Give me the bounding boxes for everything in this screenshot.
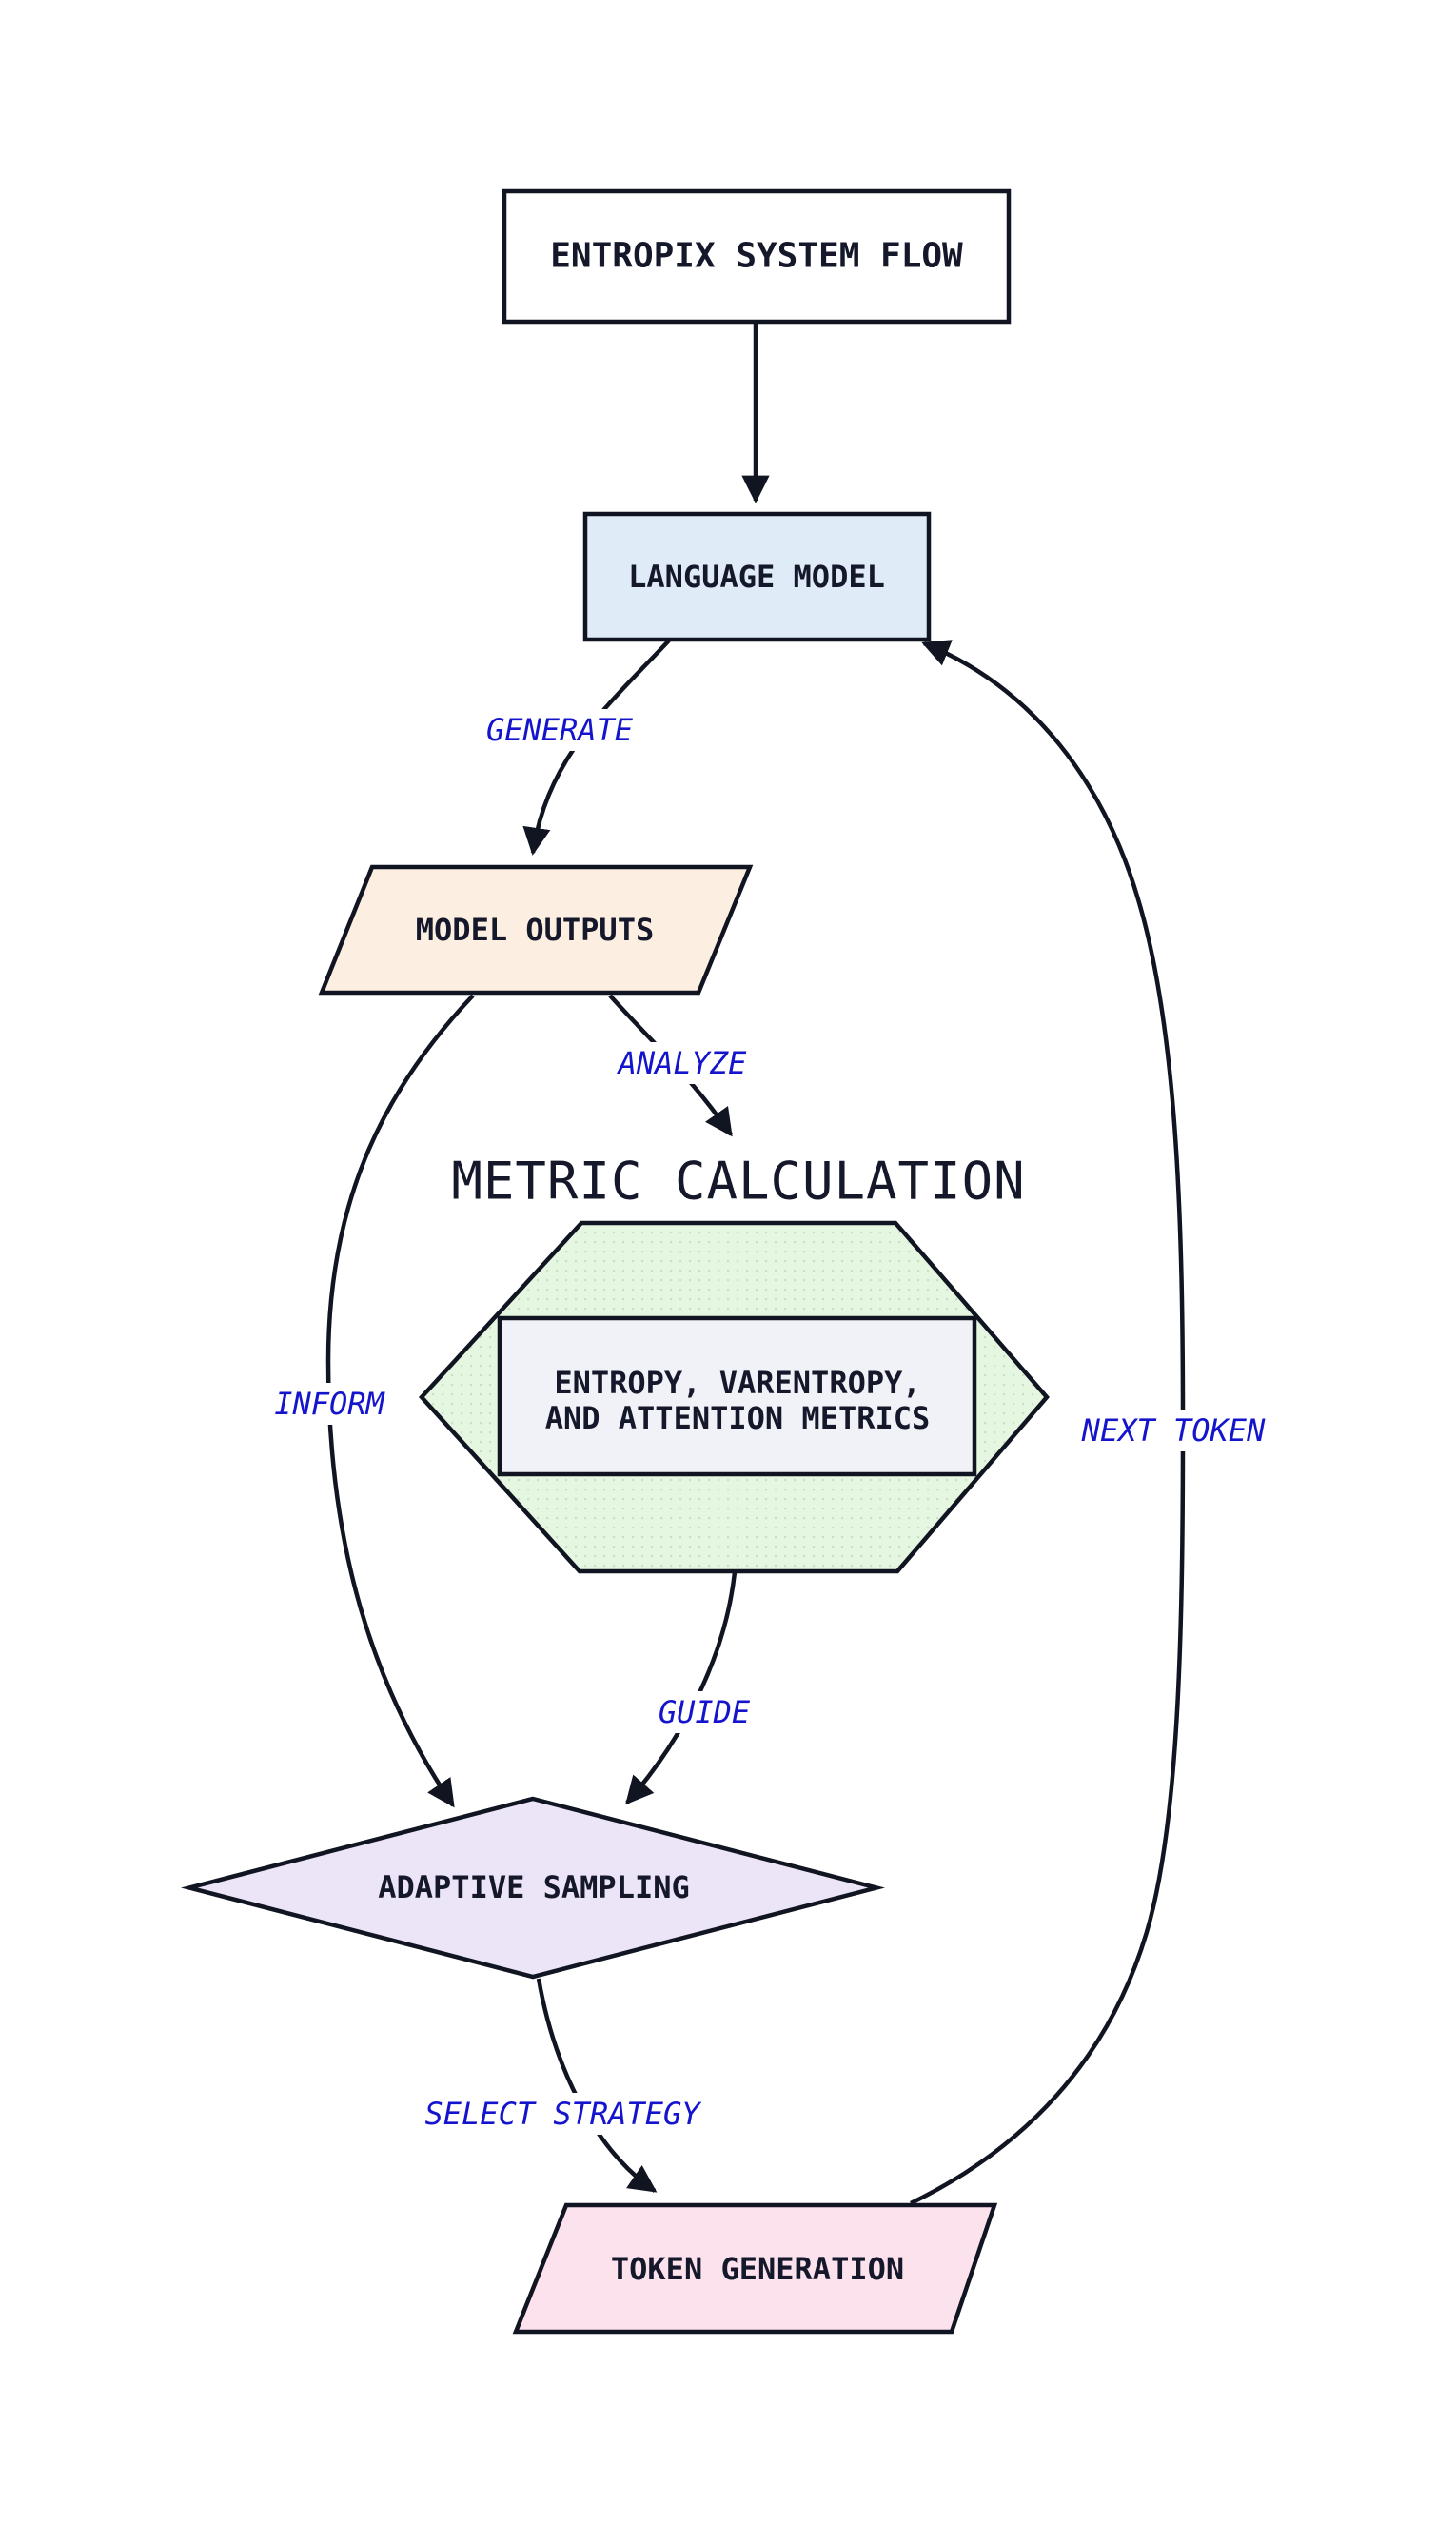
edge-label-analyze: ANALYZE [609, 1042, 756, 1084]
token-generation-label: TOKEN GENERATION [610, 2251, 905, 2287]
token-generation-parallelogram [512, 2202, 998, 2335]
language-model-box [582, 511, 932, 642]
title-box [502, 188, 1012, 325]
metrics-detail-line1: ENTROPY, VARENTROPY, [554, 1365, 921, 1401]
edge-inform [325, 994, 475, 1808]
adaptive-sampling-label: ADAPTIVE SAMPLING [378, 1869, 690, 1905]
metrics-detail-line2: AND ATTENTION METRICS [544, 1400, 931, 1436]
edge-label-next-token: NEXT TOKEN [1072, 1410, 1274, 1451]
model-outputs-parallelogram [318, 864, 754, 996]
title-label: ENTROPIX SYSTEM FLOW [550, 236, 963, 276]
metrics-detail-label: ENTROPY, VARENTROPY, AND ATTENTION METRI… [545, 1366, 931, 1436]
edge-guide [625, 1571, 738, 1805]
edge-label-generate: GENERATE [477, 709, 642, 751]
edge-label-select-strategy: SELECT STRATEGY [416, 2093, 709, 2135]
metrics-detail-box [497, 1315, 977, 1477]
metric-calculation-heading: METRIC CALCULATION [451, 1151, 1026, 1212]
edge-select-strategy [536, 1978, 658, 2193]
adaptive-sampling-diamond [181, 1796, 885, 1980]
language-model-label: LANGUAGE MODEL [628, 559, 885, 595]
edge-label-guide: GUIDE [649, 1691, 759, 1733]
model-outputs-label: MODEL OUTPUTS [415, 912, 655, 948]
edge-label-inform: INFORM [266, 1383, 393, 1425]
